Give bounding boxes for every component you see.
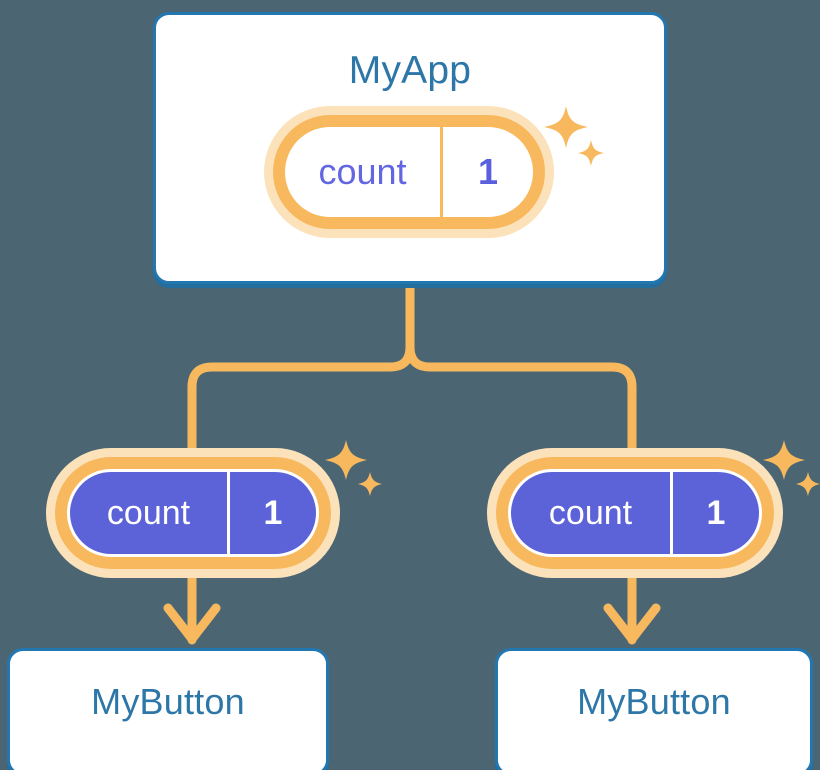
state-key-label: count [511, 472, 673, 554]
state-pill-left[interactable]: count 1 [46, 448, 340, 578]
state-value-label: 1 [706, 493, 726, 532]
arrow-down-icon-right [603, 573, 661, 645]
state-value-label: 1 [477, 151, 499, 192]
pill-inner: count 1 [70, 472, 316, 554]
pill-body: count 1 [67, 469, 319, 557]
component-card-mybutton-right[interactable]: MyButton [495, 648, 813, 770]
state-key-label: count [70, 472, 230, 554]
state-pill-right[interactable]: count 1 [487, 448, 783, 578]
branch-connector-left-icon [187, 342, 415, 453]
page-title: MyApp [348, 49, 472, 92]
state-pill-myapp[interactable]: count 1 [264, 106, 554, 238]
arrow-down-icon-left [163, 573, 221, 645]
component-label: MyButton [91, 681, 245, 722]
component-card-mybutton-left[interactable]: MyButton [7, 648, 329, 770]
state-key-label: count [285, 127, 443, 217]
pill-body: count 1 [508, 469, 762, 557]
pill-inner: count 1 [511, 472, 759, 554]
pill-body: count 1 [285, 127, 533, 217]
branch-connector-icon [405, 279, 637, 453]
state-value-label: 1 [263, 493, 283, 532]
component-label: MyButton [577, 681, 731, 722]
